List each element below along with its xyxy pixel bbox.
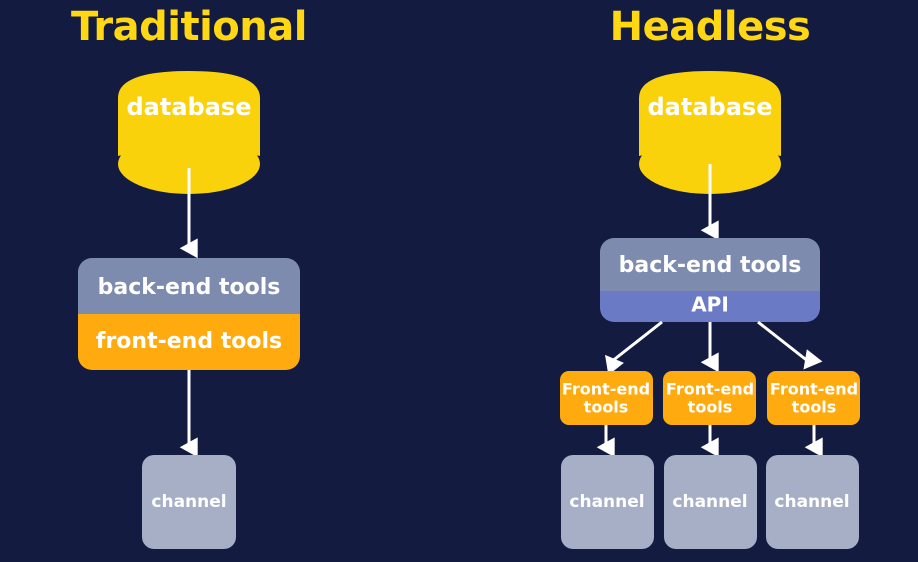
frontend-tools-box: [663, 371, 756, 425]
channel-node-headless-0: channel: [561, 455, 654, 549]
channel-label: channel: [774, 492, 849, 512]
api-label-headless: API: [691, 293, 729, 317]
frontend-tools-label-line2: tools: [688, 398, 733, 417]
database-label: database: [648, 93, 773, 121]
frontend-node-headless-0: Front-end tools: [560, 371, 653, 425]
frontend-tools-box-traditional: [78, 314, 300, 370]
frontend-tools-box: [560, 371, 653, 425]
channel-label: channel: [672, 492, 747, 512]
frontend-tools-label-traditional: front-end tools: [96, 329, 282, 354]
channel-node-traditional-0: channel: [142, 455, 236, 549]
column-title-traditional: Traditional: [71, 4, 307, 50]
database-label: database: [127, 93, 252, 121]
frontend-node-headless-2: Front-end tools: [767, 371, 860, 425]
frontend-tools-label-line1: Front-end: [562, 380, 650, 399]
stack-node-traditional: back-end tools front-end tools: [78, 258, 300, 370]
channel-box: [561, 455, 654, 549]
database-body-icon: [639, 71, 781, 156]
backend-tools-label-headless: back-end tools: [619, 253, 802, 278]
frontend-tools-label-line1: Front-end: [666, 380, 754, 399]
arrow-api-to-frontend-0: [605, 320, 663, 376]
column-title-headless: Headless: [610, 4, 811, 50]
channel-box: [142, 455, 236, 549]
stack-node-headless: back-end tools API: [600, 238, 820, 322]
database-node-headless: database: [639, 71, 781, 194]
frontend-tools-box: [767, 371, 860, 425]
backend-tools-box-traditional: [78, 258, 300, 314]
database-node-traditional: database: [118, 71, 260, 194]
arrow-api-to-frontend-2: [757, 320, 823, 370]
backend-tools-box-headless: [600, 238, 820, 291]
channel-label: channel: [151, 492, 226, 512]
frontend-tools-label-line1: Front-end: [770, 380, 858, 399]
channel-box: [766, 455, 859, 549]
channel-label: channel: [569, 492, 644, 512]
frontend-node-headless-1: Front-end tools: [663, 371, 756, 425]
channel-node-headless-2: channel: [766, 455, 859, 549]
database-body-icon: [118, 71, 260, 156]
backend-tools-label-traditional: back-end tools: [98, 275, 281, 300]
channel-box: [664, 455, 757, 549]
frontend-tools-label-line2: tools: [584, 398, 629, 417]
frontend-tools-label-line2: tools: [792, 398, 837, 417]
database-base-ellipse-icon: [118, 134, 260, 194]
api-box-headless: [600, 291, 820, 322]
channel-node-headless-1: channel: [664, 455, 757, 549]
